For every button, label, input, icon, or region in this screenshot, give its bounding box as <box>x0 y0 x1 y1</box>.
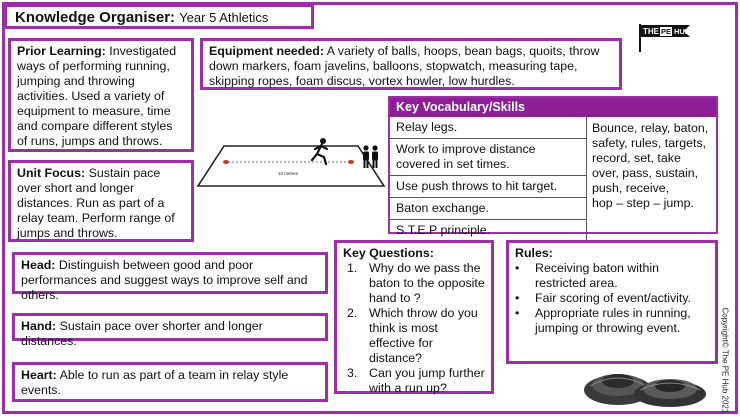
heart-box: Heart: Able to run as part of a team in … <box>12 362 328 402</box>
hand-box: Hand: Sustain pace over shorter and long… <box>12 313 328 348</box>
heart-label: Heart: <box>21 368 57 382</box>
title-label: Knowledge Organiser: <box>15 9 176 26</box>
rules-box: Rules: •Receiving baton within restricte… <box>506 240 718 364</box>
key-questions-label: Key Questions: <box>343 246 434 260</box>
head-box: Head: Distinguish between good and poor … <box>12 252 328 302</box>
unit-focus-box: Unit Focus: Sustain pace over short and … <box>8 160 194 242</box>
copyright-text: Copyright© The PE Hub 2021 <box>720 307 730 414</box>
list-item: 1.Why do we pass the baton to the opposi… <box>347 261 485 305</box>
list-item: •Fair scoring of event/activity. <box>515 291 692 305</box>
head-text: Distinguish between good and poor perfor… <box>21 258 308 302</box>
logo-word-pe: PE <box>661 27 671 36</box>
prior-learning-text: Investigated ways of performing running,… <box>17 44 177 148</box>
vocab-words-text: Bounce, relay, baton, safety, rules, tar… <box>592 121 709 195</box>
heart-text: Able to run as part of a team in relay s… <box>21 368 289 397</box>
pe-hub-logo: THE PE HUB <box>639 24 691 52</box>
runner-icon <box>310 138 329 166</box>
equipment-box: Equipment needed: A variety of balls, ho… <box>200 38 622 90</box>
vocabulary-heading: Key Vocabulary/Skills <box>390 98 716 117</box>
list-item: 2.Which throw do you think is most effec… <box>347 306 478 365</box>
team-members-icon <box>363 145 378 168</box>
vocab-row: Baton exchange. <box>390 198 587 220</box>
equipment-text: A variety of balls, hoops, bean bags, qu… <box>209 44 600 88</box>
vocab-row: Work to improve distance covered in set … <box>390 139 587 176</box>
hand-label: Hand: <box>21 319 57 333</box>
title-subject: Year 5 Athletics <box>179 10 269 25</box>
vocab-row: Use push throws to hit target. <box>390 176 587 198</box>
vocab-row: Relay legs. <box>390 117 587 139</box>
prior-learning-box: Prior Learning: Investigated ways of per… <box>8 38 194 152</box>
distance-label: 10 metres <box>278 171 299 176</box>
list-item: •Appropriate rules in running, jumping o… <box>515 306 691 335</box>
list-item: •Receiving baton within restricted area. <box>515 261 659 290</box>
rules-list: •Receiving baton within restricted area.… <box>515 261 709 336</box>
logo-word-the: THE <box>643 27 660 36</box>
cones-icon <box>584 374 706 407</box>
key-questions-box: Key Questions: 1.Why do we pass the bato… <box>334 240 494 396</box>
vocabulary-skills-list: Relay legs. Work to improve distance cov… <box>390 117 587 241</box>
head-label: Head: <box>21 258 56 272</box>
page-title: Knowledge Organiser: Year 5 Athletics <box>4 4 314 29</box>
vocabulary-table: Key Vocabulary/Skills Relay legs. Work t… <box>388 96 718 241</box>
vocabulary-words: Bounce, relay, baton, safety, rules, tar… <box>587 117 716 215</box>
equipment-label: Equipment needed: <box>209 44 324 58</box>
vocab-words-text-2: hop – step – jump. <box>592 196 694 210</box>
list-item: 3.Can you jump further with a run up? <box>347 366 485 395</box>
hand-text: Sustain pace over shorter and longer dis… <box>21 319 263 348</box>
copyright-notice: Copyright© The PE Hub 2021 <box>717 305 733 414</box>
logo-word-hub: HUB <box>674 27 691 36</box>
rules-label: Rules: <box>515 246 553 260</box>
relay-track-diagram: 10 metres <box>196 138 386 187</box>
prior-learning-label: Prior Learning: <box>17 44 106 58</box>
unit-focus-text: Sustain pace over short and longer dista… <box>17 166 175 240</box>
vocab-row: S.T.E.P principle. <box>390 220 587 241</box>
key-questions-list: 1.Why do we pass the baton to the opposi… <box>347 261 485 396</box>
unit-focus-label: Unit Focus: <box>17 166 86 180</box>
